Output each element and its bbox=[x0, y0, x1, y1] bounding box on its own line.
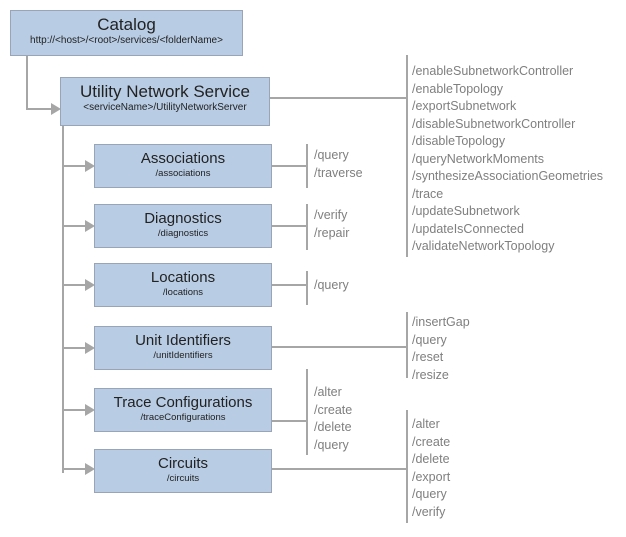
node-path: /traceConfigurations bbox=[140, 412, 226, 423]
catalog-title: Catalog bbox=[97, 15, 156, 34]
service-title: Utility Network Service bbox=[79, 82, 251, 101]
branch-line bbox=[62, 165, 86, 167]
ops-connector bbox=[272, 468, 406, 470]
ops-bracket bbox=[406, 312, 408, 378]
operation-label: /create bbox=[412, 434, 451, 449]
operation-label: /reset bbox=[412, 350, 444, 364]
branch-line bbox=[62, 409, 86, 411]
catalog-branch-line bbox=[26, 108, 52, 110]
ops-connector bbox=[272, 225, 306, 227]
ops-connector bbox=[272, 284, 306, 286]
arrowhead-icon bbox=[85, 342, 95, 354]
operation-label: /resize bbox=[412, 367, 449, 382]
node-path: /locations bbox=[162, 287, 204, 298]
node-title: Locations bbox=[150, 269, 216, 286]
unit-identifiers-operations-list: /insertGap/query/reset/resize bbox=[412, 314, 470, 384]
node-path: /associations bbox=[155, 168, 211, 179]
operation-label: /query bbox=[314, 437, 349, 452]
operation-label: /disableSubnetworkController bbox=[412, 116, 576, 131]
operation-label: /trace bbox=[412, 186, 444, 201]
operation-label: /create bbox=[314, 402, 353, 417]
operation-label: /query bbox=[412, 487, 447, 501]
operation-label: /query bbox=[412, 332, 447, 347]
catalog-node: Catalog http://<host>/<root>/services/<f… bbox=[10, 10, 243, 56]
branch-line bbox=[62, 347, 86, 349]
arrowhead-icon bbox=[85, 220, 95, 232]
arrowhead-icon bbox=[85, 160, 95, 172]
service-ops-bracket bbox=[406, 55, 408, 257]
diagnostics-node: Diagnostics /diagnostics bbox=[94, 204, 272, 248]
branch-line bbox=[62, 284, 86, 286]
operation-label: /alter bbox=[314, 385, 342, 399]
service-operations-list: /enableSubnetworkController/enableTopolo… bbox=[412, 63, 603, 256]
node-title: Trace Configurations bbox=[113, 394, 253, 411]
operation-label: /query bbox=[314, 148, 349, 162]
arrowhead-icon bbox=[85, 279, 95, 291]
operation-label: /export bbox=[412, 469, 451, 484]
associations-node: Associations /associations bbox=[94, 144, 272, 188]
locations-operations-list: /query bbox=[314, 277, 349, 295]
diagnostics-operations-list: /verify/repair bbox=[314, 207, 349, 242]
operation-label: /traverse bbox=[314, 165, 363, 180]
operation-label: /enableSubnetworkController bbox=[412, 64, 574, 78]
node-path: /unitIdentifiers bbox=[153, 350, 213, 361]
service-trunk-line bbox=[62, 126, 64, 473]
arrowhead-icon bbox=[85, 463, 95, 475]
operation-label: /delete bbox=[314, 420, 352, 434]
branch-line bbox=[62, 468, 86, 470]
operation-label: /updateSubnetwork bbox=[412, 204, 520, 218]
ops-bracket bbox=[306, 271, 308, 305]
operation-label: /verify bbox=[412, 504, 446, 519]
node-title: Diagnostics bbox=[144, 210, 222, 227]
operation-label: /alter bbox=[412, 417, 440, 431]
operation-label: /verify bbox=[314, 208, 348, 222]
ops-connector bbox=[272, 346, 406, 348]
ops-connector bbox=[272, 165, 306, 167]
operation-label: /repair bbox=[314, 225, 350, 240]
circuits-node: Circuits /circuits bbox=[94, 449, 272, 493]
node-path: /diagnostics bbox=[157, 228, 209, 239]
node-title: Associations bbox=[140, 150, 226, 167]
unit-identifiers-node: Unit Identifiers /unitIdentifiers bbox=[94, 326, 272, 370]
operation-label: /insertGap bbox=[412, 315, 470, 329]
operation-label: /delete bbox=[412, 452, 450, 466]
arrowhead-icon bbox=[51, 103, 61, 115]
node-path: /circuits bbox=[166, 473, 200, 484]
ops-connector bbox=[272, 420, 306, 422]
arrowhead-icon bbox=[85, 404, 95, 416]
service-ops-connector bbox=[270, 97, 406, 99]
operation-label: /exportSubnetwork bbox=[412, 99, 517, 113]
trace-configurations-node: Trace Configurations /traceConfiguration… bbox=[94, 388, 272, 432]
ops-bracket bbox=[306, 144, 308, 188]
branch-line bbox=[62, 225, 86, 227]
operation-label: /synthesizeAssociationGeometries bbox=[412, 169, 604, 183]
catalog-url: http://<host>/<root>/services/<folderNam… bbox=[30, 35, 223, 46]
operation-label: /query bbox=[314, 278, 349, 292]
ops-bracket bbox=[406, 410, 408, 523]
operation-label: /disableTopology bbox=[412, 134, 506, 148]
ops-bracket bbox=[306, 204, 308, 250]
utility-network-service-node: Utility Network Service <serviceName>/Ut… bbox=[60, 77, 270, 126]
operation-label: /enableTopology bbox=[412, 81, 504, 96]
operation-label: /updateIsConnected bbox=[412, 221, 524, 236]
trace-configurations-operations-list: /alter/create/delete/query bbox=[314, 384, 352, 454]
ops-bracket bbox=[306, 369, 308, 455]
associations-operations-list: /query/traverse bbox=[314, 147, 363, 182]
locations-node: Locations /locations bbox=[94, 263, 272, 307]
node-title: Circuits bbox=[157, 455, 208, 472]
node-title: Unit Identifiers bbox=[135, 332, 231, 349]
circuits-operations-list: /alter/create/delete/export/query/verify bbox=[412, 416, 450, 521]
operation-label: /validateNetworkTopology bbox=[412, 239, 555, 253]
operation-label: /queryNetworkMoments bbox=[412, 151, 544, 166]
service-path: <serviceName>/UtilityNetworkServer bbox=[83, 102, 247, 113]
catalog-trunk-line bbox=[26, 56, 28, 110]
